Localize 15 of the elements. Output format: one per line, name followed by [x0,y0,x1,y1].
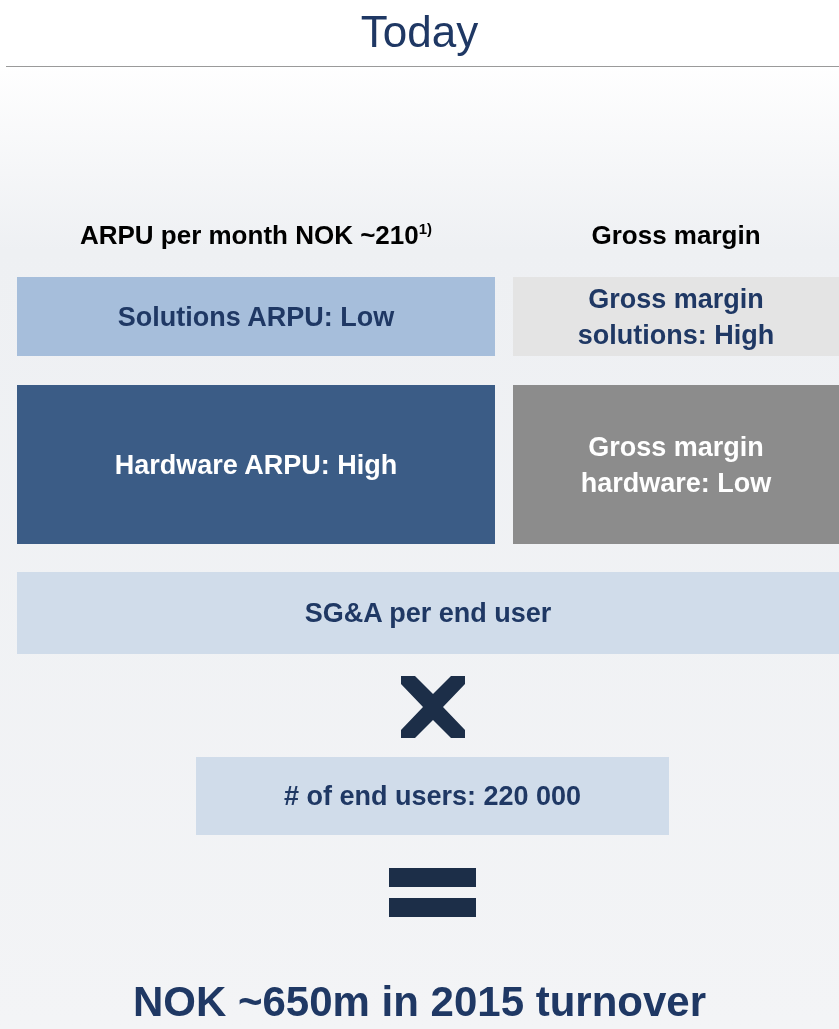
metric-box [196,757,669,835]
box-label: SG&A per end user [304,597,552,630]
metric-box [17,385,495,544]
box-label: Solutions ARPU: Low [117,300,395,334]
result-text: NOK ~650m in 2015 turnover [131,978,708,1026]
box-label: Hardware ARPU: High [114,448,398,482]
metric-box [17,277,495,356]
metric-box [513,385,839,544]
box-label: Gross margin solutions: High [576,282,776,352]
column-header: ARPU per month NOK ~210$^{1)}$ [78,219,434,252]
title: Today [359,6,480,58]
column-header: Gross margin [590,219,762,252]
box-label: # of end users: 220 000 [283,780,582,813]
metric-box [17,572,839,654]
box-label: Gross margin hardware: Low [579,430,773,500]
